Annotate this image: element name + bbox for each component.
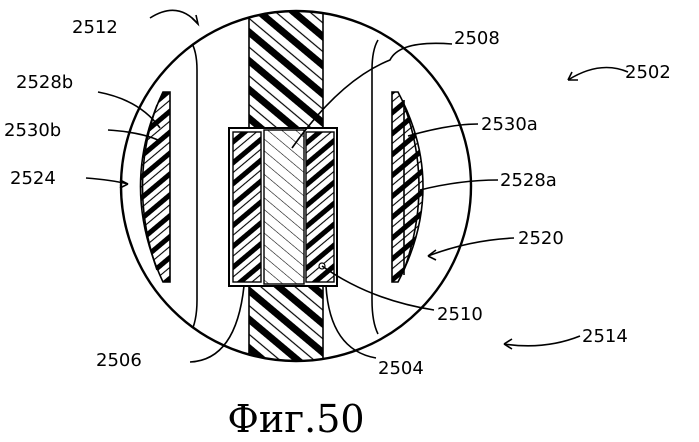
label-2510: 2510 [437,304,483,325]
figure-caption: Фиг.50 [227,397,364,441]
label-2506: 2506 [96,350,142,371]
left-insert [141,92,171,282]
label-2512: 2512 [72,17,118,38]
label-2528a: 2528a [500,170,557,191]
right-side-element [306,132,334,282]
core-element [264,130,304,284]
label-2504: 2504 [378,358,424,379]
label-2530a: 2530a [481,114,538,135]
label-2502: 2502 [625,62,671,83]
label-2528b: 2528b [16,72,73,93]
label-2530b: 2530b [4,120,61,141]
left-side-element [233,132,261,282]
label-2520: 2520 [518,228,564,249]
label-2514: 2514 [582,326,628,347]
label-2508: 2508 [454,28,500,49]
label-2524: 2524 [10,168,56,189]
